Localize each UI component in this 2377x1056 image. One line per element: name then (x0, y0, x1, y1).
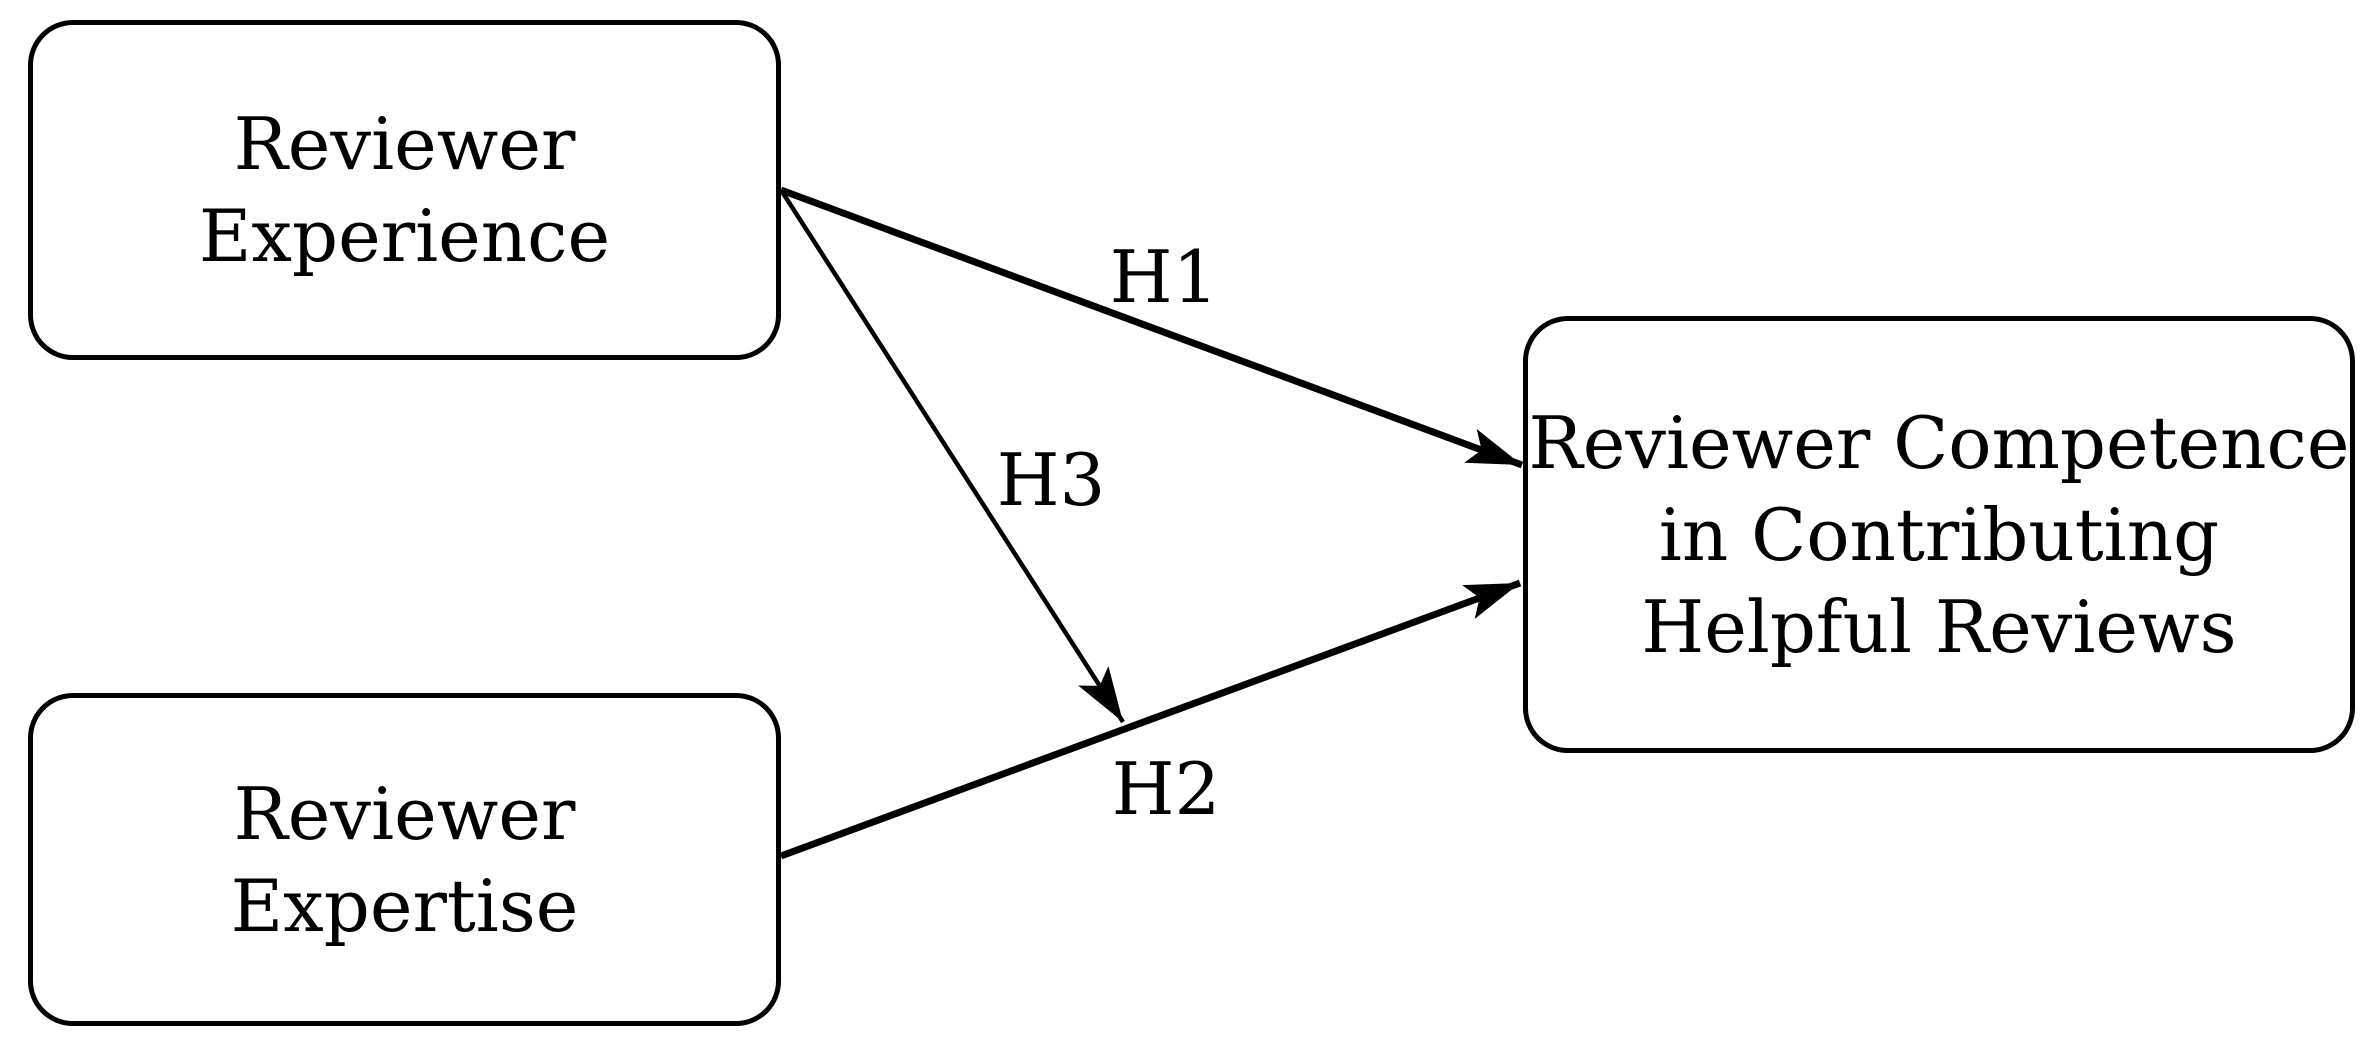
node-label-line: Experience (198, 194, 611, 278)
node-label-line: Reviewer Competence (1528, 400, 2350, 485)
node-label-line: Expertise (230, 863, 579, 948)
node-label-line: Reviewer (233, 771, 576, 856)
edge-h1-arrow (779, 186, 1524, 469)
node-reviewer-expertise: Reviewer Expertise (28, 693, 781, 1026)
node-reviewer-competence: Reviewer Competence in Contributing Help… (1523, 316, 2355, 753)
edge-label-h1: H1 (1109, 235, 1219, 319)
edge-label-h2: H2 (1111, 747, 1221, 831)
node-label-line: Reviewer (233, 102, 576, 186)
node-label-line: Helpful Reviews (1641, 584, 2237, 669)
edge-h3-arrow (779, 188, 1125, 724)
node-reviewer-experience: Reviewer Experience (28, 20, 781, 360)
edge-h2-arrow (779, 579, 1522, 860)
node-label-line: in Contributing (1658, 492, 2220, 577)
edge-label-h3: H3 (996, 438, 1106, 522)
